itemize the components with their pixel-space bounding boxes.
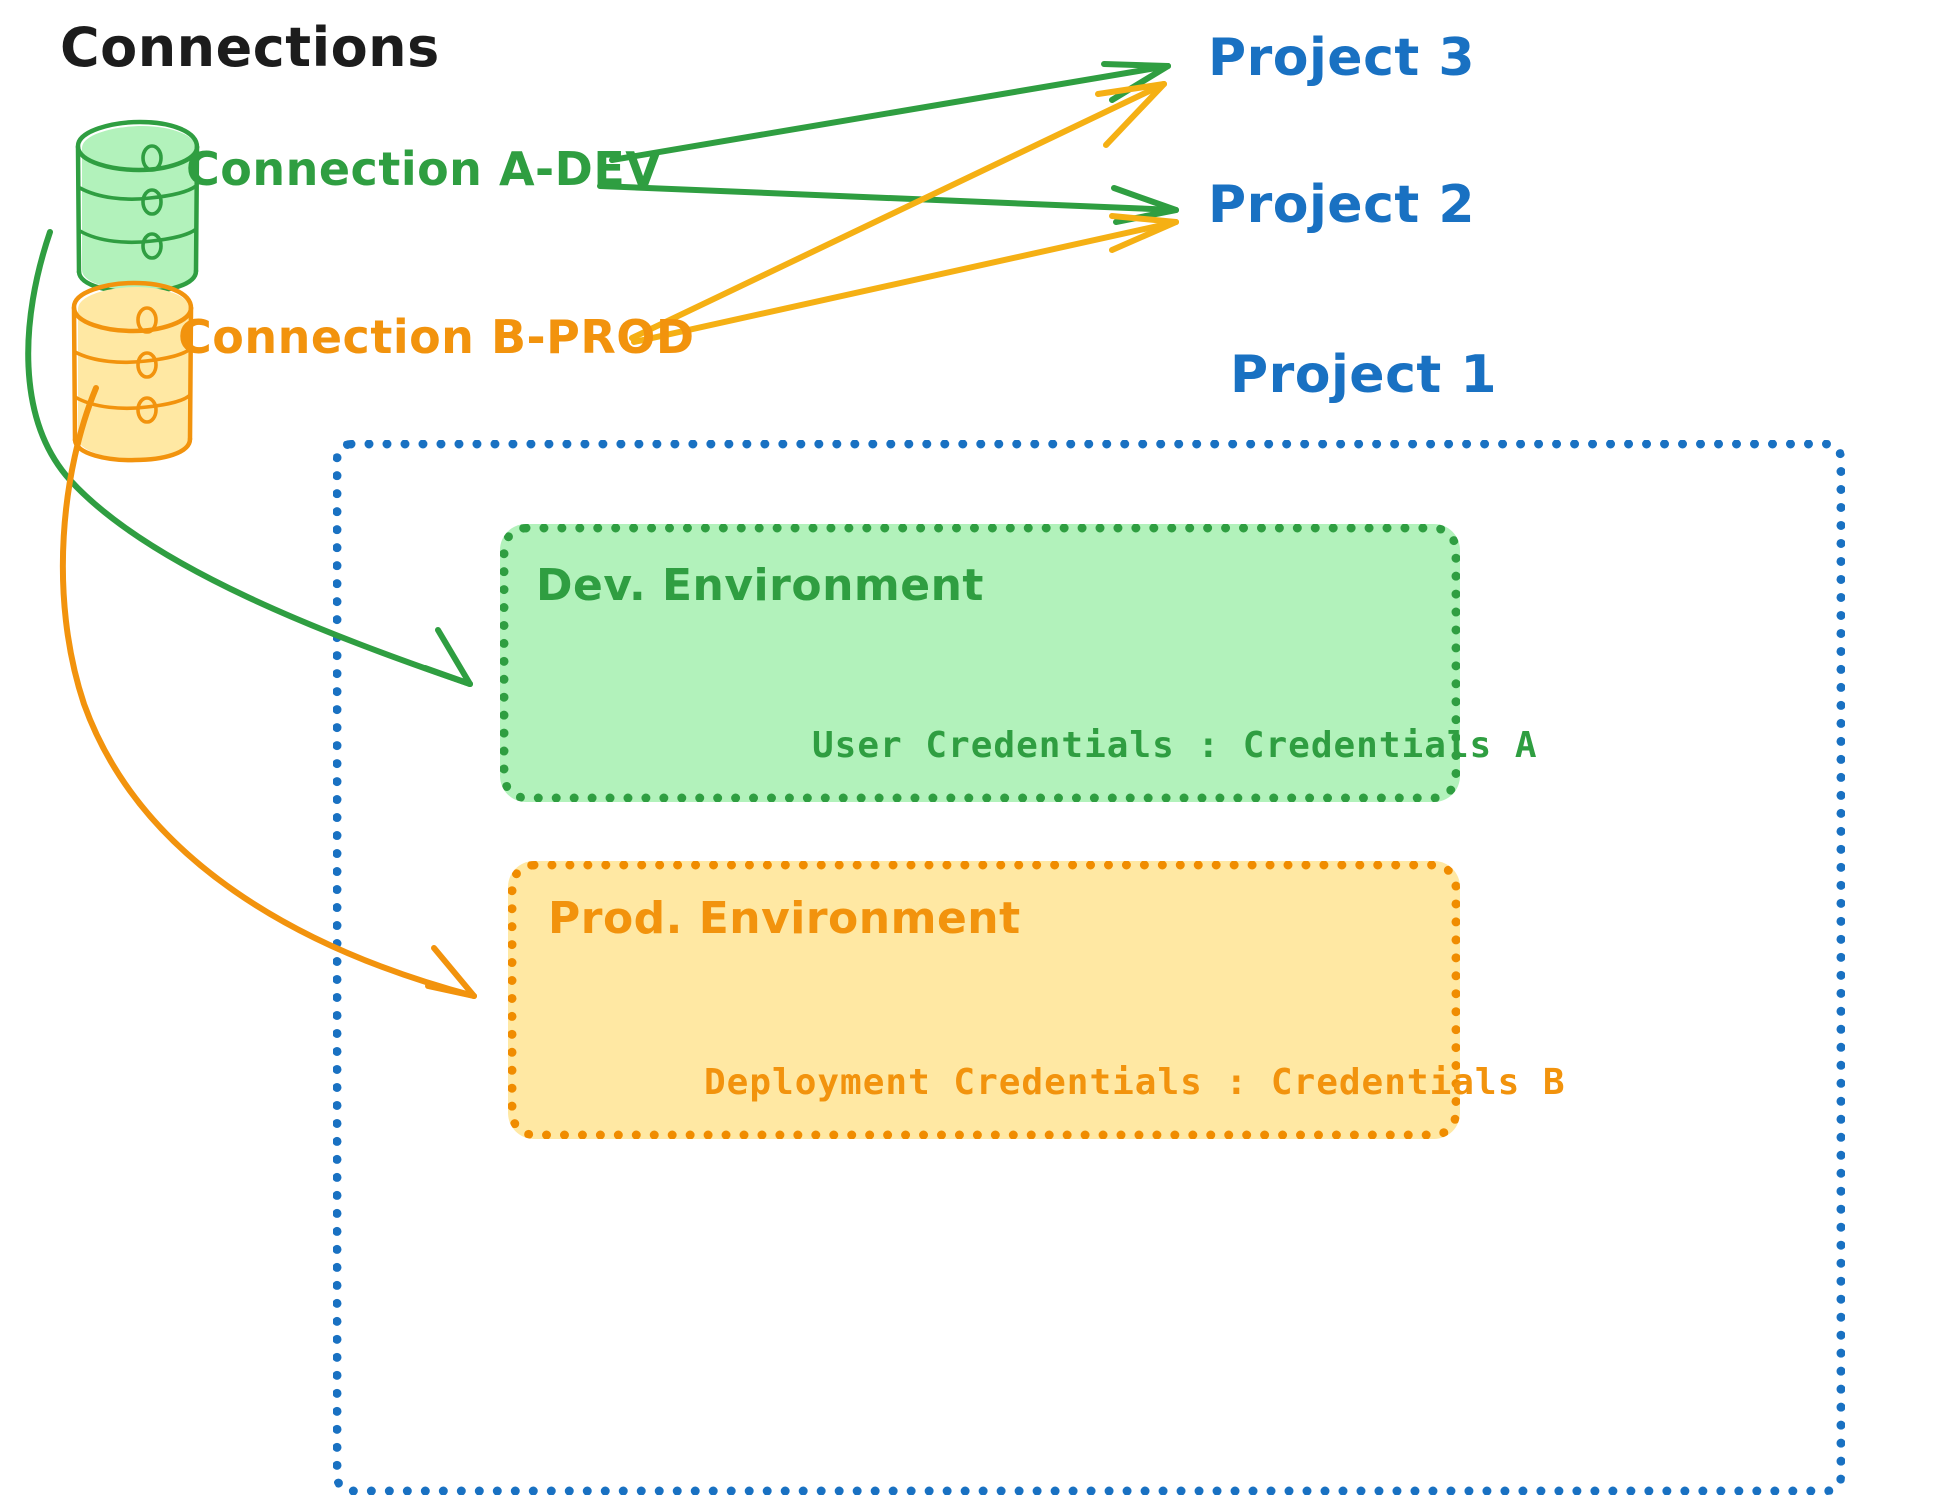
- connection-b-prod-label[interactable]: Connection B-PROD: [178, 310, 695, 364]
- arrow-conn-a-to-project-3: [609, 61, 1171, 163]
- project-2-label[interactable]: Project 2: [1208, 175, 1476, 235]
- database-cylinder-icon-orange[interactable]: [71, 280, 194, 463]
- arrow-conn-b-to-project-3: [629, 81, 1167, 341]
- project-1-label[interactable]: Project 1: [1230, 345, 1498, 405]
- prod-environment-box[interactable]: [508, 861, 1460, 1139]
- prod-environment-credentials: Deployment Credentials : Credentials B: [704, 1062, 1566, 1103]
- dev-environment-credentials: User Credentials : Credentials A: [812, 725, 1538, 766]
- arrow-conn-a-to-project-2: [597, 183, 1179, 225]
- connection-a-dev-label[interactable]: Connection A-DEV: [186, 142, 662, 196]
- arrow-conn-b-to-project-2: [631, 213, 1179, 345]
- project-3-label[interactable]: Project 3: [1208, 28, 1476, 88]
- page-title: Connections: [60, 16, 440, 79]
- dev-environment-label: Dev. Environment: [536, 560, 984, 611]
- prod-environment-label: Prod. Environment: [548, 893, 1021, 944]
- dev-environment-box[interactable]: [500, 524, 1460, 802]
- database-cylinder-icon-green[interactable]: [75, 119, 200, 295]
